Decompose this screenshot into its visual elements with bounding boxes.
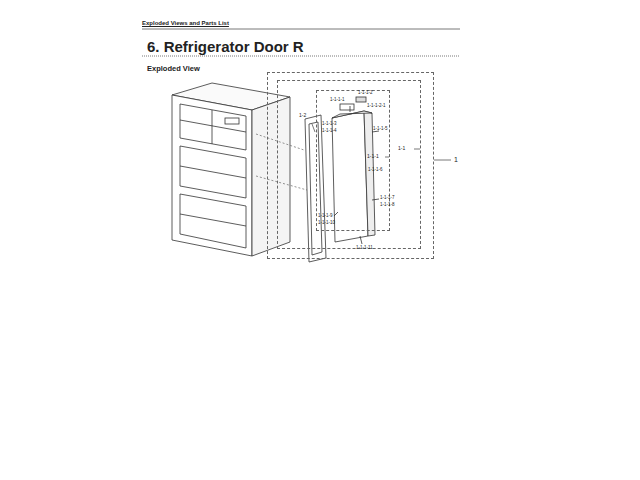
- title-rule: [142, 56, 460, 57]
- callout-number: 1-1-1-2: [358, 91, 373, 96]
- callout-number: 1-1-1-3: [322, 122, 337, 127]
- leader-line: [312, 124, 451, 160]
- refrigerator-figure: [172, 83, 290, 256]
- callout-number: 1-1-1-8: [380, 203, 395, 208]
- callout-number: 1-1-1-4: [322, 129, 337, 134]
- assembly-group-box: 11-11-1-1: [267, 72, 434, 259]
- page-title: 6. Refrigerator Door R: [147, 39, 304, 54]
- group-number: 1: [454, 156, 458, 163]
- callout-number: 1-1-1-11: [356, 246, 373, 251]
- assembly-group-box: 1-1-1: [316, 90, 390, 231]
- callout-number: 1-1-1-9: [318, 214, 333, 219]
- group-number: 1-1-1: [367, 154, 379, 159]
- callout-number: 1-1-1-7: [380, 196, 395, 201]
- header-rule: [142, 29, 460, 30]
- callout-number: 1-2: [299, 113, 306, 118]
- section-heading: Exploded View: [147, 65, 200, 73]
- callout-number: 1-1-1-5: [373, 127, 388, 132]
- assembly-group-box: 1-1 1-1-1: [277, 80, 421, 249]
- callout-number: 1-1-1-10: [318, 221, 335, 226]
- callout-number: 1-1-1-2-1: [367, 104, 386, 109]
- section-heading: Exploded Views and Parts List: [142, 20, 229, 26]
- group-number: 1-1: [398, 146, 405, 151]
- callout-number: 1-1-1-6: [368, 168, 383, 173]
- assembly-guide-line: [256, 134, 307, 190]
- callout-number: 1-1-1-1: [330, 98, 345, 103]
